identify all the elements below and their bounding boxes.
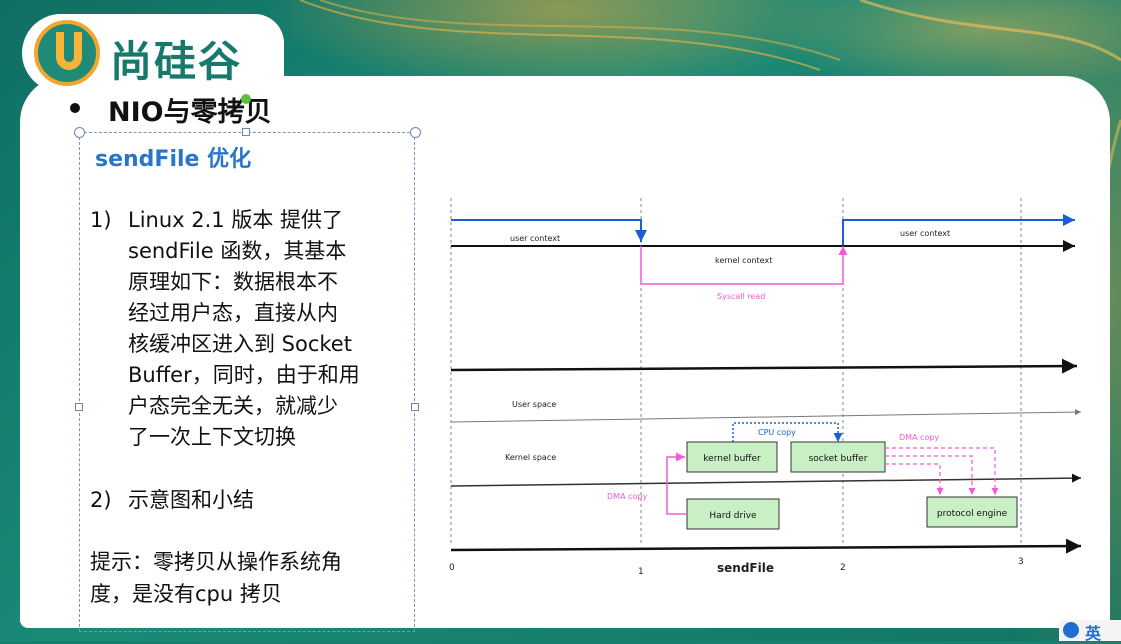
ime-language-label: 英: [1085, 624, 1102, 643]
user-context-label-left: user context: [510, 234, 560, 243]
hint-line: 度，是没有cpu 拷贝: [90, 582, 282, 606]
cpu-copy-label: CPU copy: [758, 428, 796, 437]
kernel-space-label: Kernel space: [505, 453, 556, 462]
point-1-line: 核缓冲区进入到 Socket: [128, 332, 352, 356]
kernel-buffer-box: [686, 441, 778, 473]
point-1-line: 经过用户态，直接从内: [128, 301, 338, 325]
section-subtitle: sendFile 优化: [95, 147, 252, 172]
point-1-line: sendFile 函数，其基本: [128, 239, 347, 263]
syscall-label: Syscall read: [717, 292, 765, 301]
kernel-hw-divider: [450, 473, 1082, 487]
user-space-label: User space: [512, 400, 556, 409]
dma-copy-path-1: [885, 447, 999, 495]
user-kernel-divider: [450, 409, 1082, 423]
axis-label-sendfile: sendFile: [717, 561, 774, 575]
resize-handle-tl[interactable]: [74, 127, 85, 138]
time-axis: [450, 538, 1082, 554]
tick-label-3: 3: [1018, 557, 1024, 567]
point-1-line: 了一次上下文切换: [128, 425, 296, 449]
point-2-body: 示意图和小结: [128, 488, 254, 512]
tick-label-2: 2: [840, 563, 846, 573]
point-1-line: 原理如下：数据根本不: [128, 270, 338, 294]
kernel-context-label: kernel context: [715, 256, 772, 265]
point-1-number: 1): [90, 208, 112, 232]
resize-handle-ml[interactable]: [75, 403, 83, 411]
content-panel: [20, 76, 1110, 628]
protocol-engine-box: [926, 496, 1018, 528]
ime-indicator[interactable]: 英: [1059, 620, 1121, 643]
logo: 尚硅谷: [22, 14, 284, 92]
hint-text: 提示：零拷贝从操作系统角 度，是没有cpu 拷贝: [90, 546, 410, 610]
syscall-path: [640, 246, 848, 285]
socket-buffer-box: [790, 441, 886, 473]
point-2-number: 2): [90, 488, 112, 512]
logo-u-icon: [34, 20, 100, 86]
user-context-line-right: [842, 214, 1075, 248]
hard-drive-label: Hard drive: [709, 511, 757, 521]
tick-label-0: 0: [449, 563, 455, 573]
ime-logo-icon: [1063, 622, 1079, 638]
tick-label-1: 1: [638, 567, 644, 577]
point-1-line: 户态完全无关，就减少: [128, 394, 338, 418]
hint-line: 提示：零拷贝从操作系统角: [90, 550, 342, 574]
kernel-buffer-label: kernel buffer: [703, 454, 761, 464]
resize-handle-tr[interactable]: [410, 127, 421, 138]
dma-copy-path-2: [885, 455, 976, 495]
dma-copy-path-left: [666, 452, 687, 515]
rotation-handle[interactable]: [241, 94, 251, 104]
point-1-line: Buffer，同时，由于和用: [128, 363, 360, 387]
point-1-body: Linux 2.1 版本 提供了 sendFile 函数，其基本 原理如下：数据…: [128, 205, 403, 453]
resize-handle-mr[interactable]: [411, 403, 419, 411]
space-axis-top: [450, 358, 1078, 374]
logo-text: 尚硅谷: [110, 37, 243, 86]
resize-handle-tc[interactable]: [242, 128, 250, 136]
point-1-line: Linux 2.1 版本 提供了: [128, 208, 344, 232]
dma-copy-label-left: DMA copy: [607, 492, 647, 501]
dma-copy-label-top: DMA copy: [899, 433, 939, 442]
hard-drive-box: [686, 498, 780, 530]
user-context-label-right: user context: [900, 229, 950, 238]
protocol-engine-label: protocol engine: [937, 509, 1008, 519]
socket-buffer-label: socket buffer: [809, 454, 868, 464]
sendfile-diagram: user context user context kernel context…: [449, 198, 1082, 577]
cpu-copy-path: [732, 422, 843, 442]
user-context-line-left: [451, 219, 647, 242]
bullet-dot: [70, 103, 80, 113]
